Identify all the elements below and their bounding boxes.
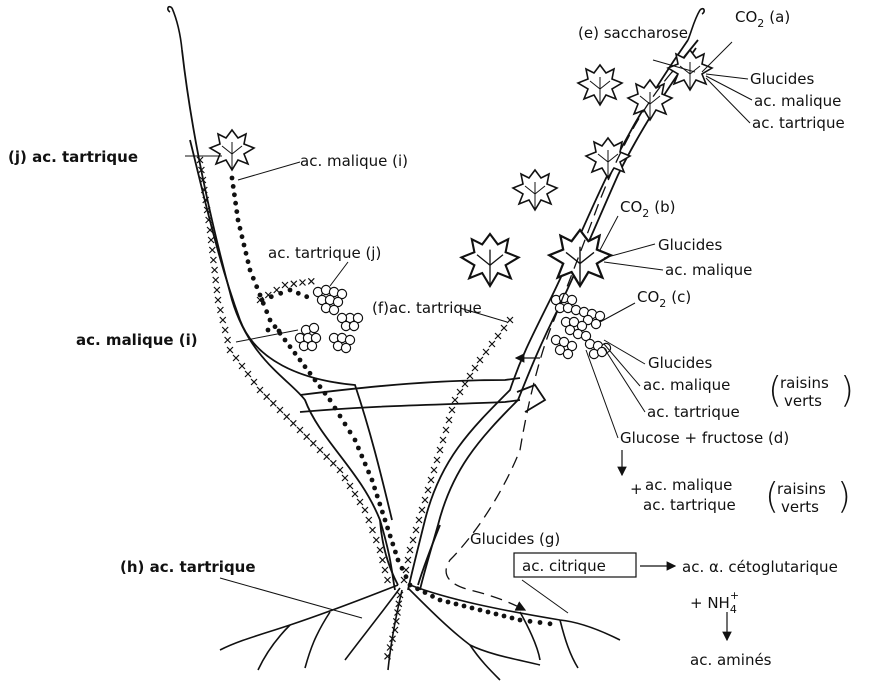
label-raisins-2: raisins — [777, 480, 826, 498]
label-verts-1: verts — [784, 392, 822, 410]
label-co2-a: CO2(a) — [735, 8, 790, 30]
label-verts-2: verts — [781, 498, 819, 516]
paren-close: ) — [837, 476, 851, 517]
label-amines: ac. aminés — [690, 651, 772, 669]
leaf-icon — [668, 50, 712, 90]
label-nh4: + NH4+ — [690, 589, 739, 616]
label-co2-c: CO2(c) — [637, 288, 691, 310]
tendril — [168, 7, 182, 50]
leaf-icon — [513, 170, 557, 210]
label-i-malique-mid: ac. malique (i) — [76, 331, 198, 349]
label-j-tartrique-mid: ac. tartrique (j) — [268, 244, 381, 262]
leaf-icon — [210, 130, 254, 170]
root-system — [220, 585, 620, 680]
label-glucides-b: Glucides — [658, 236, 722, 254]
label-co2-b: CO2(b) — [620, 198, 676, 220]
label-e-saccharose: (e) saccharose — [578, 24, 688, 42]
label-tartrique-a: ac. tartrique — [752, 114, 845, 132]
label-glucides-a: Glucides — [750, 70, 814, 88]
label-tartrique-c: ac. tartrique — [647, 403, 740, 421]
label-i-malique-top: ac. malique (i) — [300, 152, 408, 170]
label-h-tartrique: (h) ac. tartrique — [120, 558, 256, 576]
leaf-icon — [461, 234, 518, 286]
label-glucose-fructose: Glucose + fructose (d) — [620, 429, 789, 447]
leaf-icon — [578, 65, 622, 105]
label-glucides-g: Glucides (g) — [470, 530, 560, 548]
label-j-tartrique-top: (j) ac. tartrique — [8, 148, 138, 166]
paren-close: ) — [840, 370, 854, 411]
label-raisins-1: raisins — [780, 374, 829, 392]
label-citrique: ac. citrique — [522, 557, 606, 575]
label-malique-c: ac. malique — [643, 376, 730, 394]
label-malique-d: ac. malique — [645, 476, 732, 494]
leaf-icon — [549, 230, 611, 286]
label-tartrique-d: ac. tartrique — [643, 496, 736, 514]
label-f-tartrique: (f)ac. tartrique — [372, 299, 482, 317]
label-cetoglutarique: ac. α. cétoglutarique — [682, 558, 838, 576]
label-malique-a: ac. malique — [754, 92, 841, 110]
label-plus: + — [630, 480, 643, 498]
label-malique-b: ac. malique — [665, 261, 752, 279]
label-glucides-c: Glucides — [648, 354, 712, 372]
tendril — [688, 9, 704, 40]
leaf-icon — [628, 80, 672, 120]
